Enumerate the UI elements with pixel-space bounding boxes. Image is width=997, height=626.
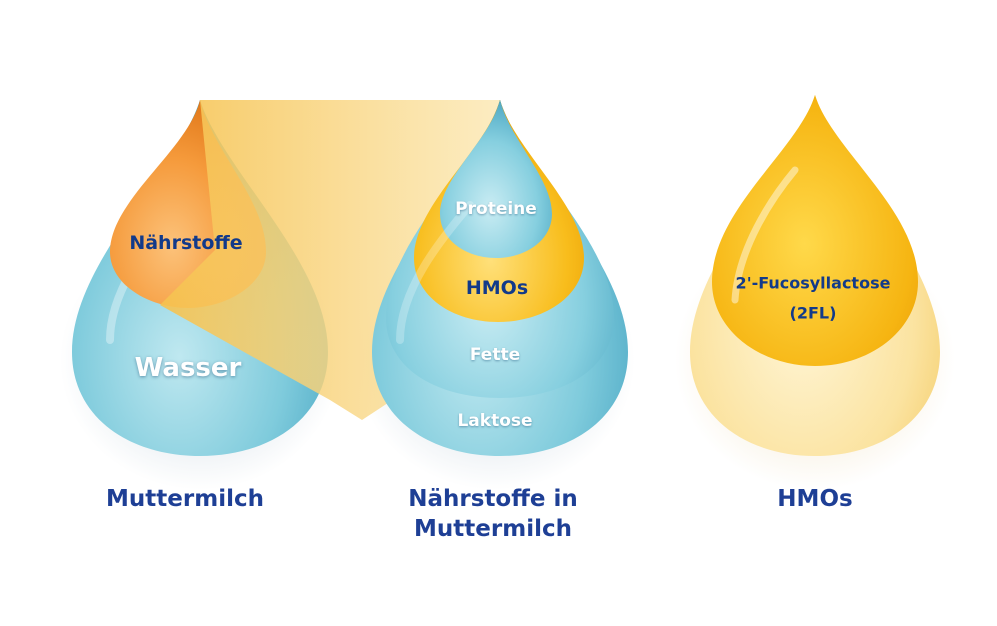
caption-hmos: HMOs	[777, 484, 852, 514]
label-proteine: Proteine	[455, 199, 537, 219]
caption-naehrstoffe-in-muttermilch: Nährstoffe in Muttermilch	[408, 484, 577, 544]
caption-line-2: Muttermilch	[414, 516, 572, 542]
label-laktose: Laktose	[457, 411, 533, 431]
caption-line-1: Nährstoffe in	[408, 486, 578, 512]
caption-muttermilch: Muttermilch	[106, 484, 264, 514]
label-wasser: Wasser	[134, 353, 242, 383]
label-fette: Fette	[469, 345, 521, 365]
caption-muttermilch-text: Muttermilch	[106, 486, 264, 512]
caption-hmos-text: HMOs	[777, 486, 853, 512]
hmo-drop-highlight	[731, 166, 799, 304]
hmo-inner-drop	[712, 95, 918, 366]
nutrient-drop-highlight	[396, 201, 474, 344]
proteine-layer	[440, 100, 552, 258]
label-hmos-layer: HMOs	[465, 277, 529, 299]
label-fucosyllactose: 2'-Fucosyllactose	[735, 273, 891, 293]
label-2fl: (2FL)	[789, 303, 837, 323]
label-naehrstoffe: Nährstoffe	[129, 232, 243, 254]
